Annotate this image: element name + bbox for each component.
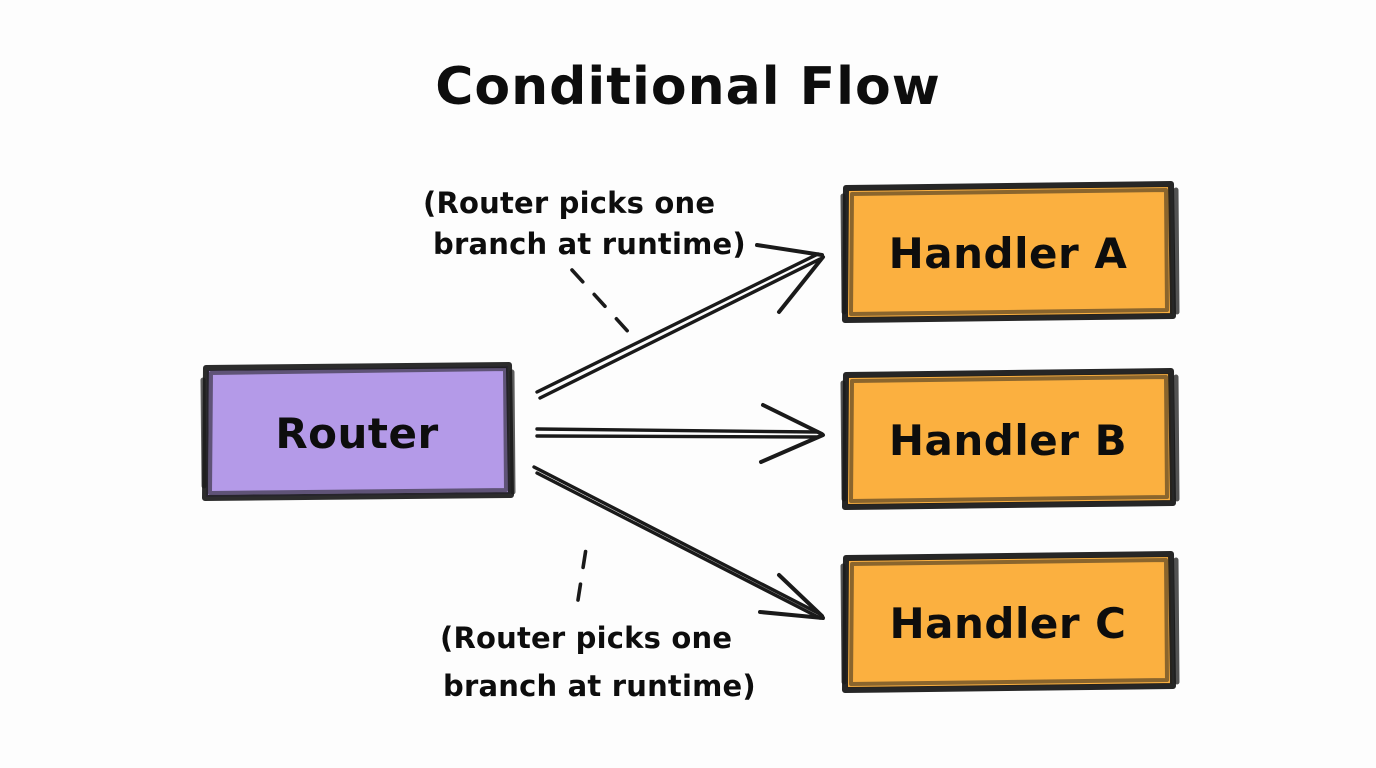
handler-c-border-pass2 <box>849 558 1169 686</box>
edge-b-line-2 <box>535 434 820 439</box>
router-border-pass2 <box>208 367 508 495</box>
node-handler-b[interactable]: Handler B <box>840 368 1180 510</box>
edge-c-arrowhead-lower <box>758 610 825 620</box>
handler-a-edge-tick-left <box>840 193 847 315</box>
edge-router-to-handler-b[interactable] <box>535 403 825 464</box>
page-title: Conditional Flow <box>435 57 941 117</box>
edge-b-arrowhead-lower <box>759 433 825 464</box>
node-handler-c[interactable]: Handler C <box>840 551 1180 693</box>
handler-b-fill <box>847 373 1172 505</box>
handler-c-edge-tick-right <box>1173 557 1180 685</box>
annotation-top-line-2: branch at runtime) <box>433 227 746 261</box>
handler-a-edge-tick-right <box>1173 187 1180 315</box>
router-edge-tick-left <box>200 377 207 489</box>
handler-a-fill <box>847 186 1172 318</box>
annotation-bottom-line-2: branch at runtime) <box>443 669 756 703</box>
router-label: Router <box>275 409 438 458</box>
edge-a-arrowhead-lower <box>777 255 825 314</box>
handler-c-edge-tick-left <box>840 563 847 685</box>
handler-b-border-pass2 <box>849 375 1169 503</box>
handler-b-edge-tick-left <box>840 380 847 502</box>
router-edge-tick-right <box>509 369 516 495</box>
edge-a-line-1 <box>535 252 820 394</box>
edge-a-arrowhead-upper <box>755 243 824 257</box>
node-handler-a[interactable]: Handler A <box>840 181 1180 323</box>
handler-b-edge-tick-right <box>1173 374 1180 502</box>
handler-b-label: Handler B <box>889 416 1127 465</box>
annotation-bottom-leader-icon <box>576 534 590 602</box>
edge-b-line-1 <box>535 427 820 434</box>
edge-c-arrowhead-upper <box>777 573 824 618</box>
edge-router-to-handler-a[interactable] <box>535 243 825 400</box>
handler-a-label: Handler A <box>889 229 1128 278</box>
router-fill <box>206 366 510 497</box>
annotation-top-leader-icon <box>570 268 634 338</box>
annotation-bottom-line-1: (Router picks one <box>440 621 732 655</box>
handler-c-fill <box>847 556 1172 688</box>
edge-a-line-2 <box>538 257 822 400</box>
handler-c-label: Handler C <box>890 599 1127 648</box>
handler-a-border-pass2 <box>849 188 1169 316</box>
edge-router-to-handler-c[interactable] <box>532 465 825 620</box>
edge-b-arrowhead-upper <box>761 403 824 436</box>
edge-c-line-2 <box>535 471 822 620</box>
node-router[interactable]: Router <box>200 362 516 501</box>
edge-c-line-1 <box>532 465 820 615</box>
annotation-top-line-1: (Router picks one <box>423 186 715 220</box>
annotation-top: (Router picks one branch at runtime) <box>423 186 746 338</box>
annotation-bottom: (Router picks one branch at runtime) <box>440 534 756 703</box>
